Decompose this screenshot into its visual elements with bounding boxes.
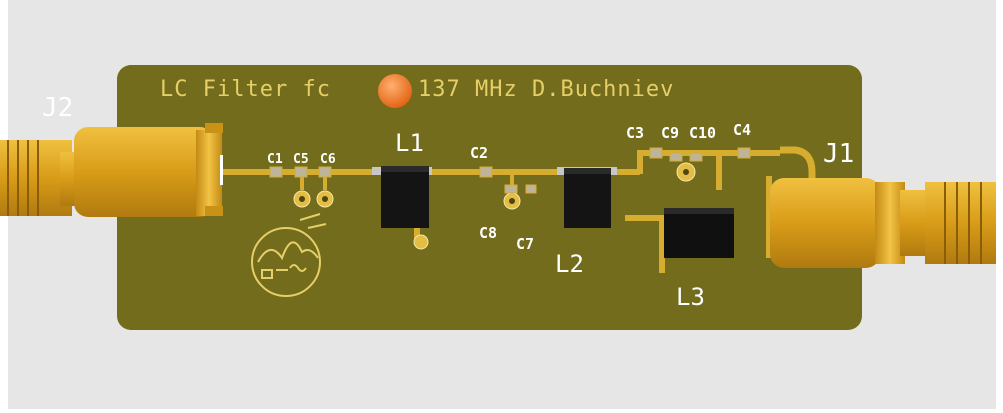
label-c5: C5	[293, 152, 309, 167]
label-c7: C7	[516, 235, 534, 253]
sma-connector-j2	[0, 123, 223, 217]
logo-mark	[251, 213, 327, 297]
label-c4: C4	[733, 121, 751, 139]
indicator-led	[378, 74, 412, 108]
label-c6: C6	[320, 152, 336, 167]
inductor-l3	[664, 208, 734, 258]
label-l3: L3	[676, 283, 705, 311]
smd-capacitors	[269, 147, 751, 194]
label-j2: J2	[42, 93, 73, 123]
board-title: LC Filter fc	[160, 77, 331, 102]
label-c10: C10	[689, 124, 716, 142]
inductor-l2	[557, 167, 617, 228]
inductor-l1	[372, 166, 432, 228]
sma-connector-j1	[766, 176, 996, 268]
label-c2: C2	[470, 144, 488, 162]
label-l1: L1	[395, 129, 424, 157]
board-title-value: 137 MHz D.Buchniev	[418, 77, 674, 102]
label-c8: C8	[479, 224, 497, 242]
label-c9: C9	[661, 124, 679, 142]
label-j1: J1	[823, 139, 854, 169]
label-c1: C1	[267, 152, 283, 167]
label-c3: C3	[626, 124, 644, 142]
pcb-board	[117, 65, 862, 330]
label-l2: L2	[555, 250, 584, 278]
